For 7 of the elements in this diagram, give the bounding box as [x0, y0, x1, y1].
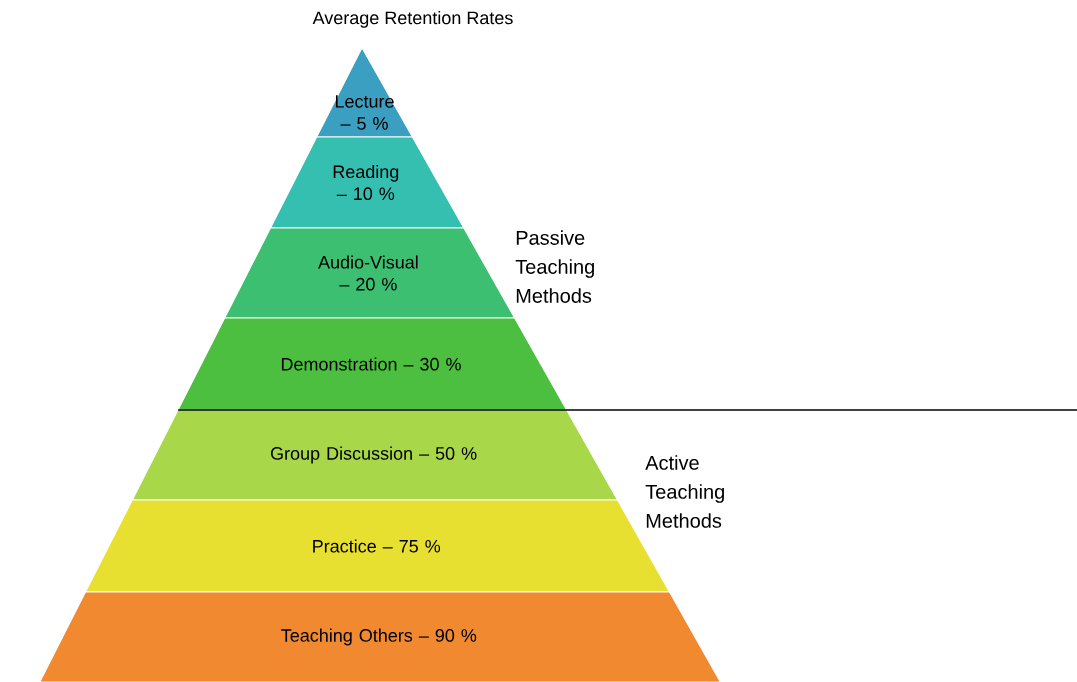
pyramid-band: Group Discussion – 50 %: [131, 409, 618, 501]
group-label: Passive Teaching Methods: [515, 230, 594, 303]
pyramid-band: Audio-Visual – 20 %: [224, 227, 515, 319]
title: Average Retention Rates: [312, 11, 513, 28]
pyramid-band: Reading – 10 %: [270, 136, 465, 229]
pyramid-band: Teaching Others – 90 %: [39, 591, 721, 682]
pyramid-band: Demonstration – 30 %: [177, 317, 567, 411]
